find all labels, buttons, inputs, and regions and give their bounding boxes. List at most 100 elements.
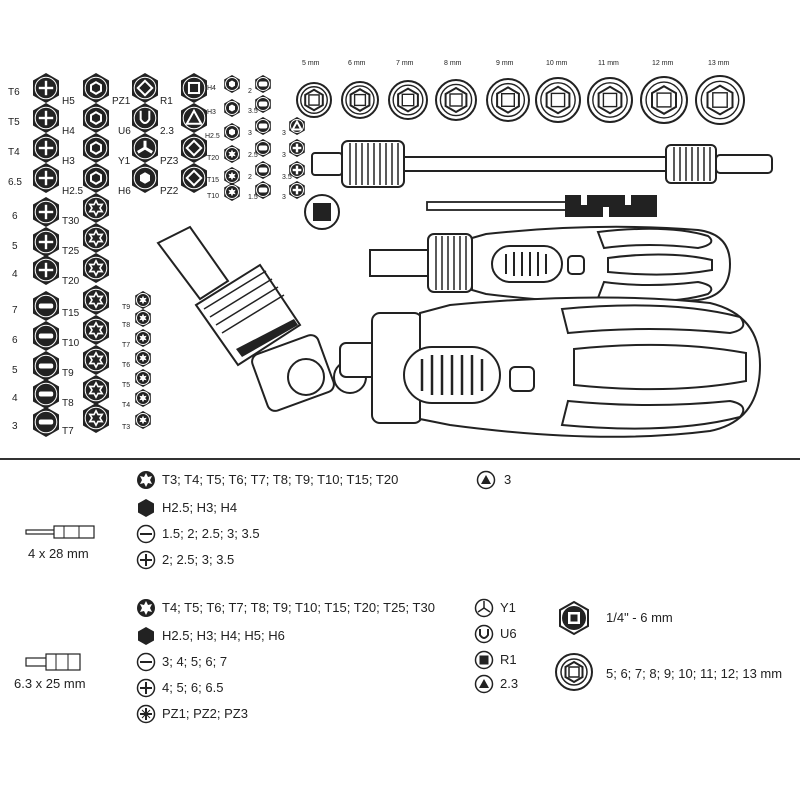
triangle-icon [476, 470, 496, 490]
bit-3 [33, 407, 59, 437]
pozidriv-icon [136, 704, 156, 724]
section-divider [0, 458, 800, 460]
bit-PZ2 [181, 163, 207, 193]
bit-H5 [83, 73, 109, 103]
bit-6x25-hex: H2.5; H3; H4; H5; H6 [162, 628, 285, 643]
bit-6x25-torx: T4; T5; T6; T7; T8; T9; T10; T15; T20; T… [162, 600, 435, 615]
socket-5mm [296, 82, 332, 118]
bit-6x25-pozi: PZ1; PZ2; PZ3 [162, 706, 248, 721]
bit-label-3: 3 [12, 421, 18, 432]
small-phil-label-3-0: 3 [282, 130, 286, 137]
bit-4x28-hex: H2.5; H3; H4 [162, 500, 238, 515]
socket-label-12mm: 12 mm [652, 60, 674, 67]
bit-PZ3 [181, 133, 207, 163]
bit-5 [33, 351, 59, 381]
small-torx-label-T5: T5 [122, 382, 131, 389]
socket-sizes: 5; 6; 7; 8; 9; 10; 11; 12; 13 mm [606, 666, 783, 681]
small-torx-T9 [135, 291, 151, 309]
bit-label-PZ1: PZ1 [112, 96, 131, 107]
small-phil-label-3-1: 3 [282, 152, 286, 159]
bit-label-2.3: 2.3 [160, 126, 174, 137]
socket-label-11mm: 11 mm [598, 60, 619, 67]
bit-6 [33, 321, 59, 351]
small-bit-label-H3: H3 [207, 109, 216, 116]
bit-label-4: 4 [12, 393, 18, 404]
bit-T20 [83, 253, 109, 283]
socket-9mm [486, 78, 530, 122]
socket-icon [555, 653, 593, 691]
bit-label-PZ3: PZ3 [160, 156, 179, 167]
legend: 4 x 28 mm T3; T4; T5; T6; T7; T8; T9; T1… [0, 460, 800, 800]
small-phil-3-3 [289, 181, 305, 199]
small-torx-label-T6: T6 [122, 362, 131, 369]
small-slot-3 [255, 117, 271, 135]
bit-label-4: 4 [12, 269, 18, 280]
bit-U6 [132, 103, 158, 133]
bit-label-Y1: Y1 [118, 156, 131, 167]
socket-row [296, 75, 745, 125]
bit-4x28-triangle: 3 [504, 472, 512, 487]
small-bit-H4 [224, 75, 240, 93]
bit-4x28-slot: 1.5; 2; 2.5; 3; 3.5 [162, 526, 260, 541]
triangle-icon [474, 674, 494, 694]
bit-label-H4: H4 [62, 126, 75, 137]
socket-10mm [535, 77, 581, 123]
y-icon [474, 598, 494, 618]
bit-T30 [83, 193, 109, 223]
small-torx-T6 [135, 349, 151, 367]
small-slot-label-2: 2 [248, 174, 252, 181]
small-torx-T5 [135, 369, 151, 387]
torx-icon [137, 471, 155, 489]
slot-icon [136, 524, 156, 544]
bit-T6 [33, 73, 59, 103]
bit-label-R1: R1 [160, 96, 173, 107]
bit-label-T6: T6 [8, 87, 20, 98]
bit-label-5: 5 [12, 241, 18, 252]
bit-grid [33, 73, 305, 437]
small-torx-label-T7: T7 [122, 342, 131, 349]
bit-4 [33, 379, 59, 409]
bit-T25 [83, 223, 109, 253]
small-slot-2 [255, 75, 271, 93]
small-torx-label-T4: T4 [122, 402, 131, 409]
slot-icon [136, 652, 156, 672]
socket-label-9mm: 9 mm [496, 60, 514, 67]
phillips-icon [136, 678, 156, 698]
small-bit-T20 [224, 145, 240, 163]
bit-label-T10: T10 [62, 338, 80, 349]
bit-T10 [83, 315, 109, 345]
bit-label-6.5: 6.5 [8, 177, 22, 188]
socket-label-10mm: 10 mm [546, 60, 568, 67]
bit-label-T25: T25 [62, 246, 80, 257]
bit-label-6: 6 [12, 335, 18, 346]
adapter-icon [559, 600, 589, 636]
bit-6.5 [33, 163, 59, 193]
socket-label-6mm: 6 mm [348, 60, 366, 67]
bit-H4 [83, 103, 109, 133]
small-torx-T7 [135, 329, 151, 347]
small-phil-3.5-2 [289, 161, 305, 179]
small-torx-T3 [135, 411, 151, 429]
square-icon [474, 650, 494, 670]
bit-label-H3: H3 [62, 156, 75, 167]
bit-label-H5: H5 [62, 96, 75, 107]
bit-H6 [132, 163, 158, 193]
extension-bar [311, 140, 773, 188]
hex-icon [138, 499, 154, 517]
bit-6x25-square: R1 [500, 652, 517, 667]
small-bit-T15 [224, 167, 240, 185]
bit-label-T9: T9 [62, 368, 74, 379]
bit-T15 [83, 285, 109, 315]
bit-label-U6: U6 [118, 126, 131, 137]
small-torx-T8 [135, 309, 151, 327]
bit-label-T4: T4 [8, 147, 20, 158]
bit-label-PZ2: PZ2 [160, 186, 179, 197]
bit-6x25-y: Y1 [500, 600, 516, 615]
small-bit-H3 [224, 99, 240, 117]
bit-label-6: 6 [12, 211, 18, 222]
bit-label-T20: T20 [62, 276, 80, 287]
bit-5 [33, 227, 59, 257]
bit-H3 [83, 133, 109, 163]
socket-8mm [435, 79, 477, 121]
small-slot-2 [255, 161, 271, 179]
